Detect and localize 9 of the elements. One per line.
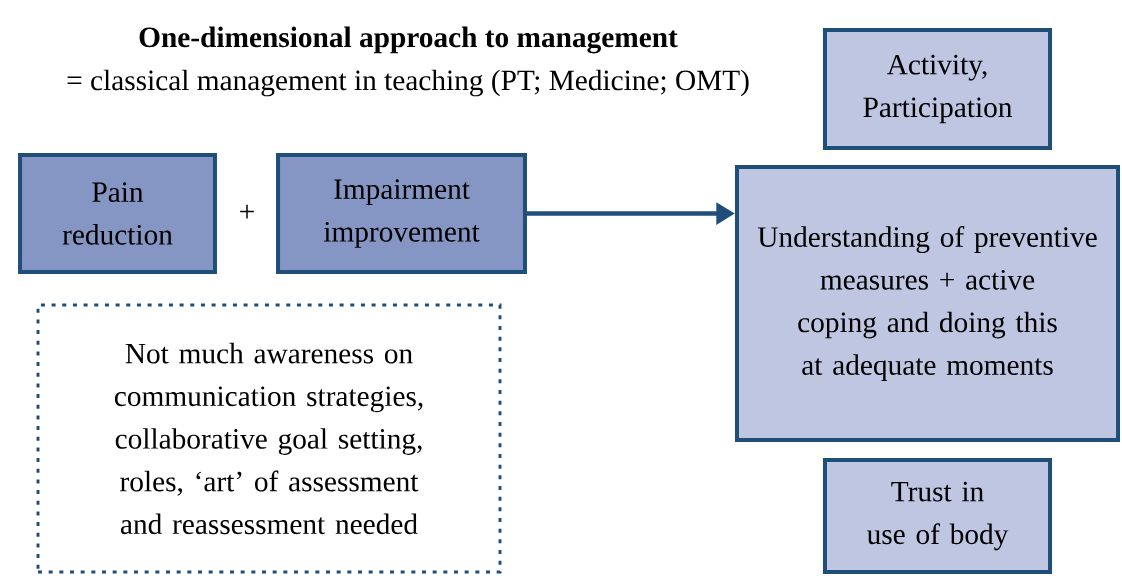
outcome-box: Activity, Participation — [822, 28, 1053, 150]
note-box: Not much awareness on communication strategies, collaborative goal setting, roles, ‘art’ of assessment and reassessment needed — [36, 303, 502, 574]
subtitle: = classical management in teaching (PT; Medicine; OMT) — [67, 69, 749, 97]
process-box: Pain reduction — [18, 152, 217, 275]
heading: One-dimensional approach to management — [139, 26, 678, 54]
outcome-box: Trust in use of body — [822, 458, 1053, 574]
process-box: Impairment improvement — [276, 152, 527, 275]
outcome-box: Understanding of preventive measures + active coping and doing this at adequate moments — [734, 164, 1121, 443]
plus-sign: + — [240, 204, 254, 219]
